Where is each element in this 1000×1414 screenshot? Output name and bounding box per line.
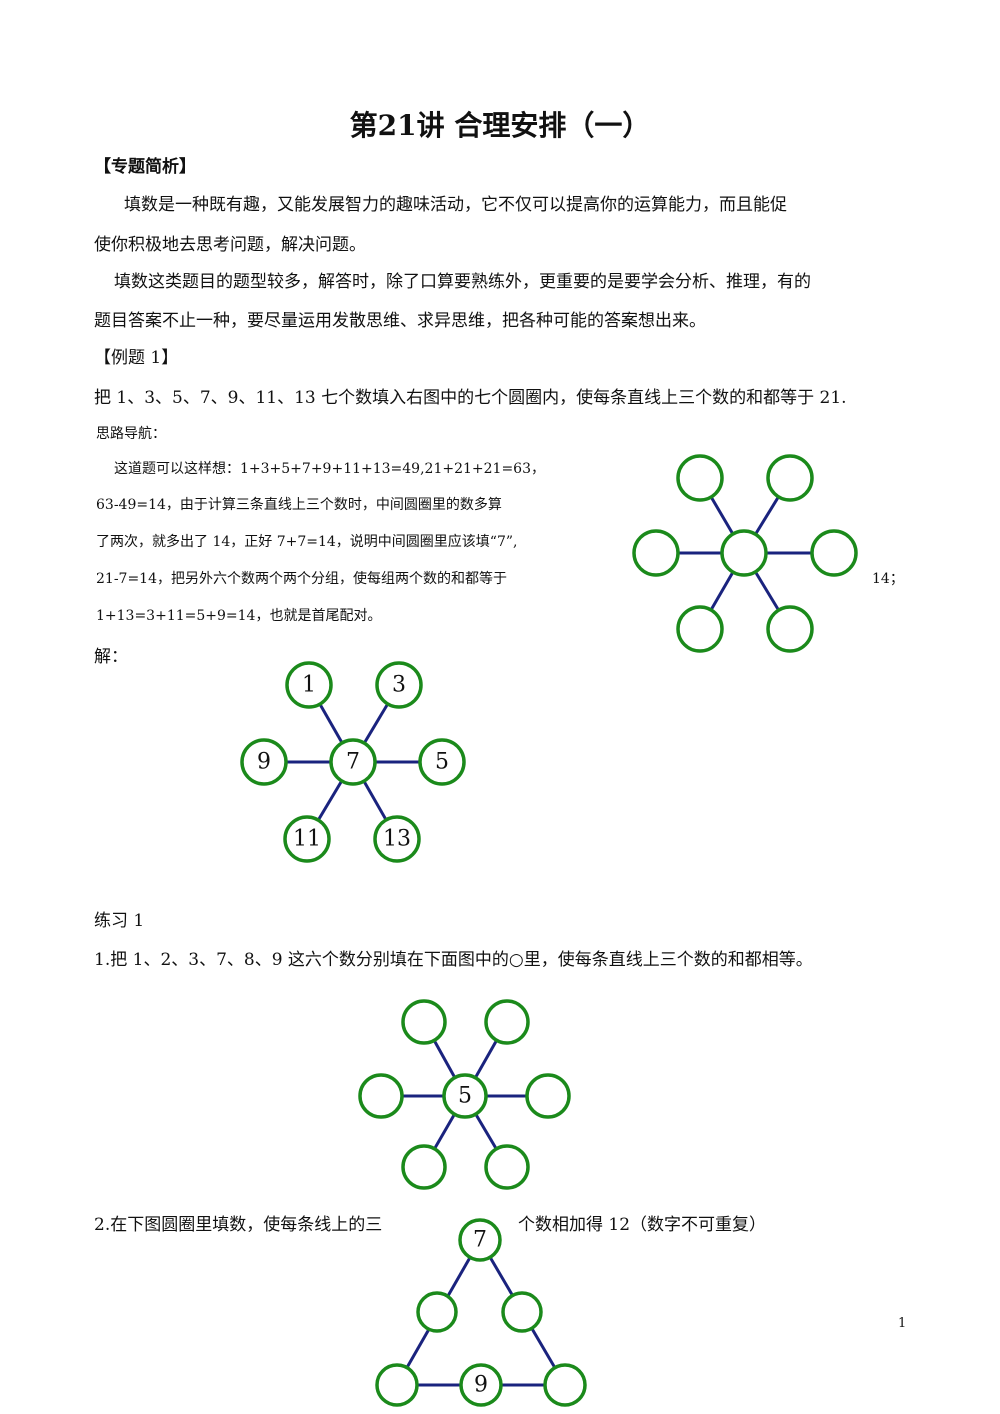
empty-circle <box>525 1073 571 1119</box>
hint-label: 思路导航： <box>96 426 166 442</box>
empty-circle <box>401 1144 447 1190</box>
practice-1-question-2-part-2: 个数相加得 12（数字不可重复） <box>518 1215 767 1235</box>
page-number: 1 <box>898 1316 907 1331</box>
intro-paragraph-1-line-1: 填数是一种既有趣，又能发展智力的趣味活动，它不仅可以提高你的运算能力，而且能促 <box>124 195 787 215</box>
solution-circle-top-right <box>375 661 423 709</box>
intro-heading: 【专题简析】 <box>94 157 196 177</box>
empty-circle <box>375 1363 419 1407</box>
hint-line-4-tail: 14； <box>872 571 904 587</box>
hint-line-4: 21-7=14，把另外六个数两个两个分组，使每组两个数的和都等于 <box>96 571 507 587</box>
example-1-heading: 【例题 1】 <box>94 348 179 368</box>
page-title: 第21讲 合理安排（一） <box>349 109 651 142</box>
empty-circle <box>632 529 680 577</box>
triangle-bottom-middle-circle <box>459 1363 503 1407</box>
empty-circle <box>358 1073 404 1119</box>
solution-circle-bottom-left <box>283 815 331 863</box>
intro-paragraph-1-line-2: 使你积极地去思考问题，解决问题。 <box>94 235 366 255</box>
solution-number-top-right: 3 <box>392 673 406 698</box>
solution-number-center: 7 <box>346 750 360 775</box>
practice-1-question-1: 1.把 1、2、3、7、8、9 这六个数分别填在下面图中的○里，使每条直线上三个… <box>94 950 813 970</box>
example-1-problem: 把 1、3、5、7、9、11、13 七个数填入右图中的七个圆圈内，使每条直线上三… <box>94 388 847 408</box>
solution-circle-top-left <box>285 661 333 709</box>
solution-number-right: 5 <box>435 750 449 775</box>
solution-number-bottom-right: 13 <box>383 827 411 852</box>
solution-label: 解： <box>94 647 128 667</box>
empty-circle <box>484 1144 530 1190</box>
hint-line-1: 这道题可以这样想：1+3+5+7+9+11+13=49,21+21+21=63， <box>114 461 545 477</box>
empty-circle <box>543 1363 587 1407</box>
hint-line-3: 了两次，就多出了 14，正好 7+7=14，说明中间圆圈里应该填“7”, <box>96 534 518 550</box>
triangle-top-circle <box>458 1218 502 1262</box>
solution-circle-right <box>418 738 466 786</box>
hint-line-5: 1+13=3+11=5+9=14，也就是首尾配对。 <box>96 608 382 624</box>
empty-circle <box>720 529 768 577</box>
solution-circle-left <box>240 738 288 786</box>
solution-number-top-left: 1 <box>302 673 316 698</box>
empty-circle <box>416 1291 458 1333</box>
hint-line-2: 63-49=14，由于计算三条直线上三个数时，中间圆圈里的数多算 <box>96 497 502 513</box>
empty-circle <box>484 999 530 1045</box>
practice-1-heading: 练习 1 <box>94 911 145 931</box>
empty-circle <box>501 1291 543 1333</box>
triangle-bottom-middle-number: 9 <box>474 1373 488 1398</box>
practice-center-number: 5 <box>458 1084 472 1109</box>
solution-number-left: 9 <box>257 750 271 775</box>
empty-circle <box>766 605 814 653</box>
empty-circle <box>810 529 858 577</box>
practice-center-circle <box>442 1073 488 1119</box>
solution-number-bottom-left: 11 <box>293 827 321 852</box>
solution-circle-center <box>329 738 377 786</box>
empty-circle <box>766 454 814 502</box>
empty-circle <box>401 999 447 1045</box>
practice-1-question-2-part-1: 2.在下图圆圈里填数，使每条线上的三 <box>94 1215 383 1235</box>
solution-circle-bottom-right <box>373 815 421 863</box>
intro-paragraph-2-line-2: 题目答案不止一种，要尽量运用发散思维、求异思维，把各种可能的答案想出来。 <box>94 311 706 331</box>
empty-circle <box>676 605 724 653</box>
intro-paragraph-2-line-1: 填数这类题目的题型较多，解答时，除了口算要熟练外，更重要的是要学会分析、推理，有… <box>114 272 811 292</box>
empty-circle <box>676 454 724 502</box>
triangle-top-number: 7 <box>473 1228 487 1253</box>
